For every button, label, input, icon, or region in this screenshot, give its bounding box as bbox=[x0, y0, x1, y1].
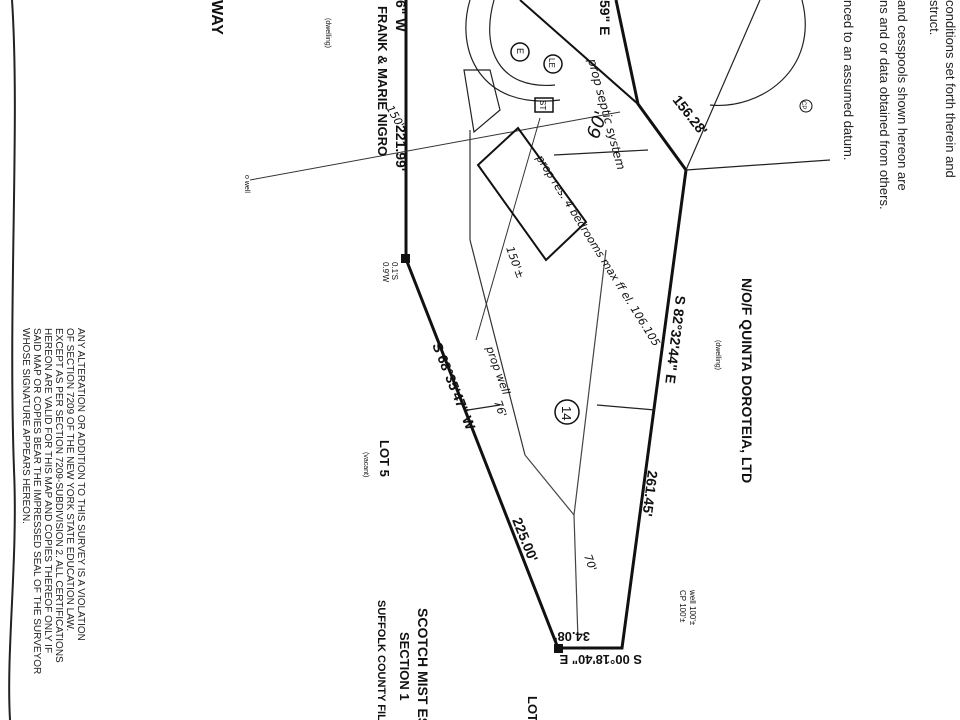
lot-five-label: LOT 5 bbox=[377, 440, 392, 477]
tie-line-76 bbox=[467, 404, 501, 411]
septic-tank-symbol bbox=[510, 42, 530, 62]
note-line-4: ns and or data obtained from others. bbox=[877, 0, 892, 210]
driveway-curve-2 bbox=[489, 0, 556, 86]
note-line-3: and cesspools shown hereon are bbox=[895, 0, 910, 191]
well-east-label: well 100'± bbox=[688, 589, 697, 626]
cp-east-label: CP 100'± bbox=[678, 590, 687, 623]
owner-east-name: N/O/F QUINTA DOROTEIA, LTD bbox=[739, 278, 755, 483]
distance-west-line: 221.99' bbox=[393, 125, 409, 171]
leaching-pool-symbol bbox=[543, 54, 563, 74]
legal-line-4: HEREON ARE VALID FOR THIS MAP AND COPIES… bbox=[42, 328, 53, 653]
monument-marker-west bbox=[401, 254, 410, 263]
septic-e-label: E bbox=[515, 48, 525, 54]
monument-offset-2: 0.9'W bbox=[381, 262, 390, 283]
well-west-label: o well bbox=[243, 175, 250, 193]
tie-line-60 bbox=[553, 149, 649, 156]
tie-line-east bbox=[596, 404, 656, 411]
owner-east-sub: (dwelling) bbox=[714, 340, 721, 370]
note-line-5: nced to an assumed datum. bbox=[841, 0, 856, 160]
handwritten-70: 70' bbox=[581, 553, 599, 573]
bearing-southwest-line: S 68°35'47" W bbox=[429, 340, 479, 433]
well-tie-line-2 bbox=[475, 117, 541, 341]
monument-offset-1: 0.1'S bbox=[390, 262, 399, 280]
note-line-2: struct. bbox=[927, 0, 942, 35]
lot-number: 14 bbox=[559, 406, 574, 420]
subdivision-county: SUFFOLK COUNTY FILE bbox=[375, 600, 387, 720]
bearing-west-line: 6" W bbox=[393, 0, 409, 32]
handwritten-150-mid: 150'± bbox=[503, 245, 527, 281]
page-edge-line bbox=[8, 0, 16, 720]
subdivision-title: SCOTCH MIST ES bbox=[415, 608, 431, 720]
septic-structure-symbol bbox=[534, 97, 554, 113]
east-diagonal-line bbox=[685, 0, 761, 171]
septic-le-label: LE bbox=[547, 58, 556, 68]
distance-top-line: 156.28' bbox=[670, 92, 711, 138]
note-line-1: conditions set forth therein and bbox=[943, 0, 958, 178]
east-ray-line bbox=[685, 159, 831, 171]
legal-line-5: SAID MAP OR COPIES BEAR THE IMPRESSED SE… bbox=[31, 328, 42, 674]
legal-line-3: EXCEPT AS PER SECTION 7209-SUBDIVISION 2… bbox=[53, 328, 64, 663]
road-name-fragment: WAY bbox=[208, 0, 225, 35]
handwritten-76: 76' bbox=[491, 399, 509, 419]
proposed-house bbox=[476, 126, 588, 262]
center-line-3 bbox=[524, 454, 575, 516]
lot-number-circle bbox=[554, 399, 580, 425]
legal-line-1: ANY ALTERATION OR ADDITION TO THIS SURVE… bbox=[75, 328, 86, 641]
center-line bbox=[573, 249, 607, 516]
center-line-2 bbox=[573, 514, 579, 641]
driveway-curve bbox=[465, 0, 561, 102]
cp-marker bbox=[799, 99, 813, 113]
legal-line-6: WHOSE SIGNATURE APPEARS HEREON. bbox=[20, 328, 31, 524]
bearing-south-line: S 00°18'40" E bbox=[559, 652, 642, 667]
subdivision-section: SECTION 1 bbox=[397, 632, 412, 701]
well-tie-line bbox=[249, 111, 621, 181]
distance-northeast-line: 261.45' bbox=[639, 470, 661, 518]
lot-five-sub: (vacant) bbox=[362, 452, 369, 477]
cp-label: CP bbox=[800, 101, 806, 109]
handwritten-well: prop well bbox=[483, 344, 513, 397]
monument-marker-south bbox=[554, 644, 563, 653]
owner-west-name: FRANK & MARIE NIGRO bbox=[375, 6, 390, 156]
owner-west-sub: (dwelling) bbox=[324, 18, 331, 48]
legal-notice: ANY ALTERATION OR ADDITION TO THIS SURVE… bbox=[20, 328, 86, 674]
legal-line-2: OF SECTION 7209 OF THE NEW YORK STATE ED… bbox=[64, 328, 75, 631]
setback-line-north bbox=[469, 239, 526, 456]
septic-st-label: ST bbox=[538, 100, 547, 110]
distance-south-line: 34.08' bbox=[554, 629, 590, 644]
existing-structure bbox=[463, 69, 501, 134]
subdivision-lot-fragment: LOT bbox=[525, 696, 540, 720]
top-boundary-line bbox=[519, 0, 639, 105]
survey-notes: conditions set forth therein and struct.… bbox=[841, 0, 958, 210]
cul-de-sac-arc bbox=[709, 0, 806, 106]
bearing-top-line: 59" E bbox=[597, 0, 613, 35]
